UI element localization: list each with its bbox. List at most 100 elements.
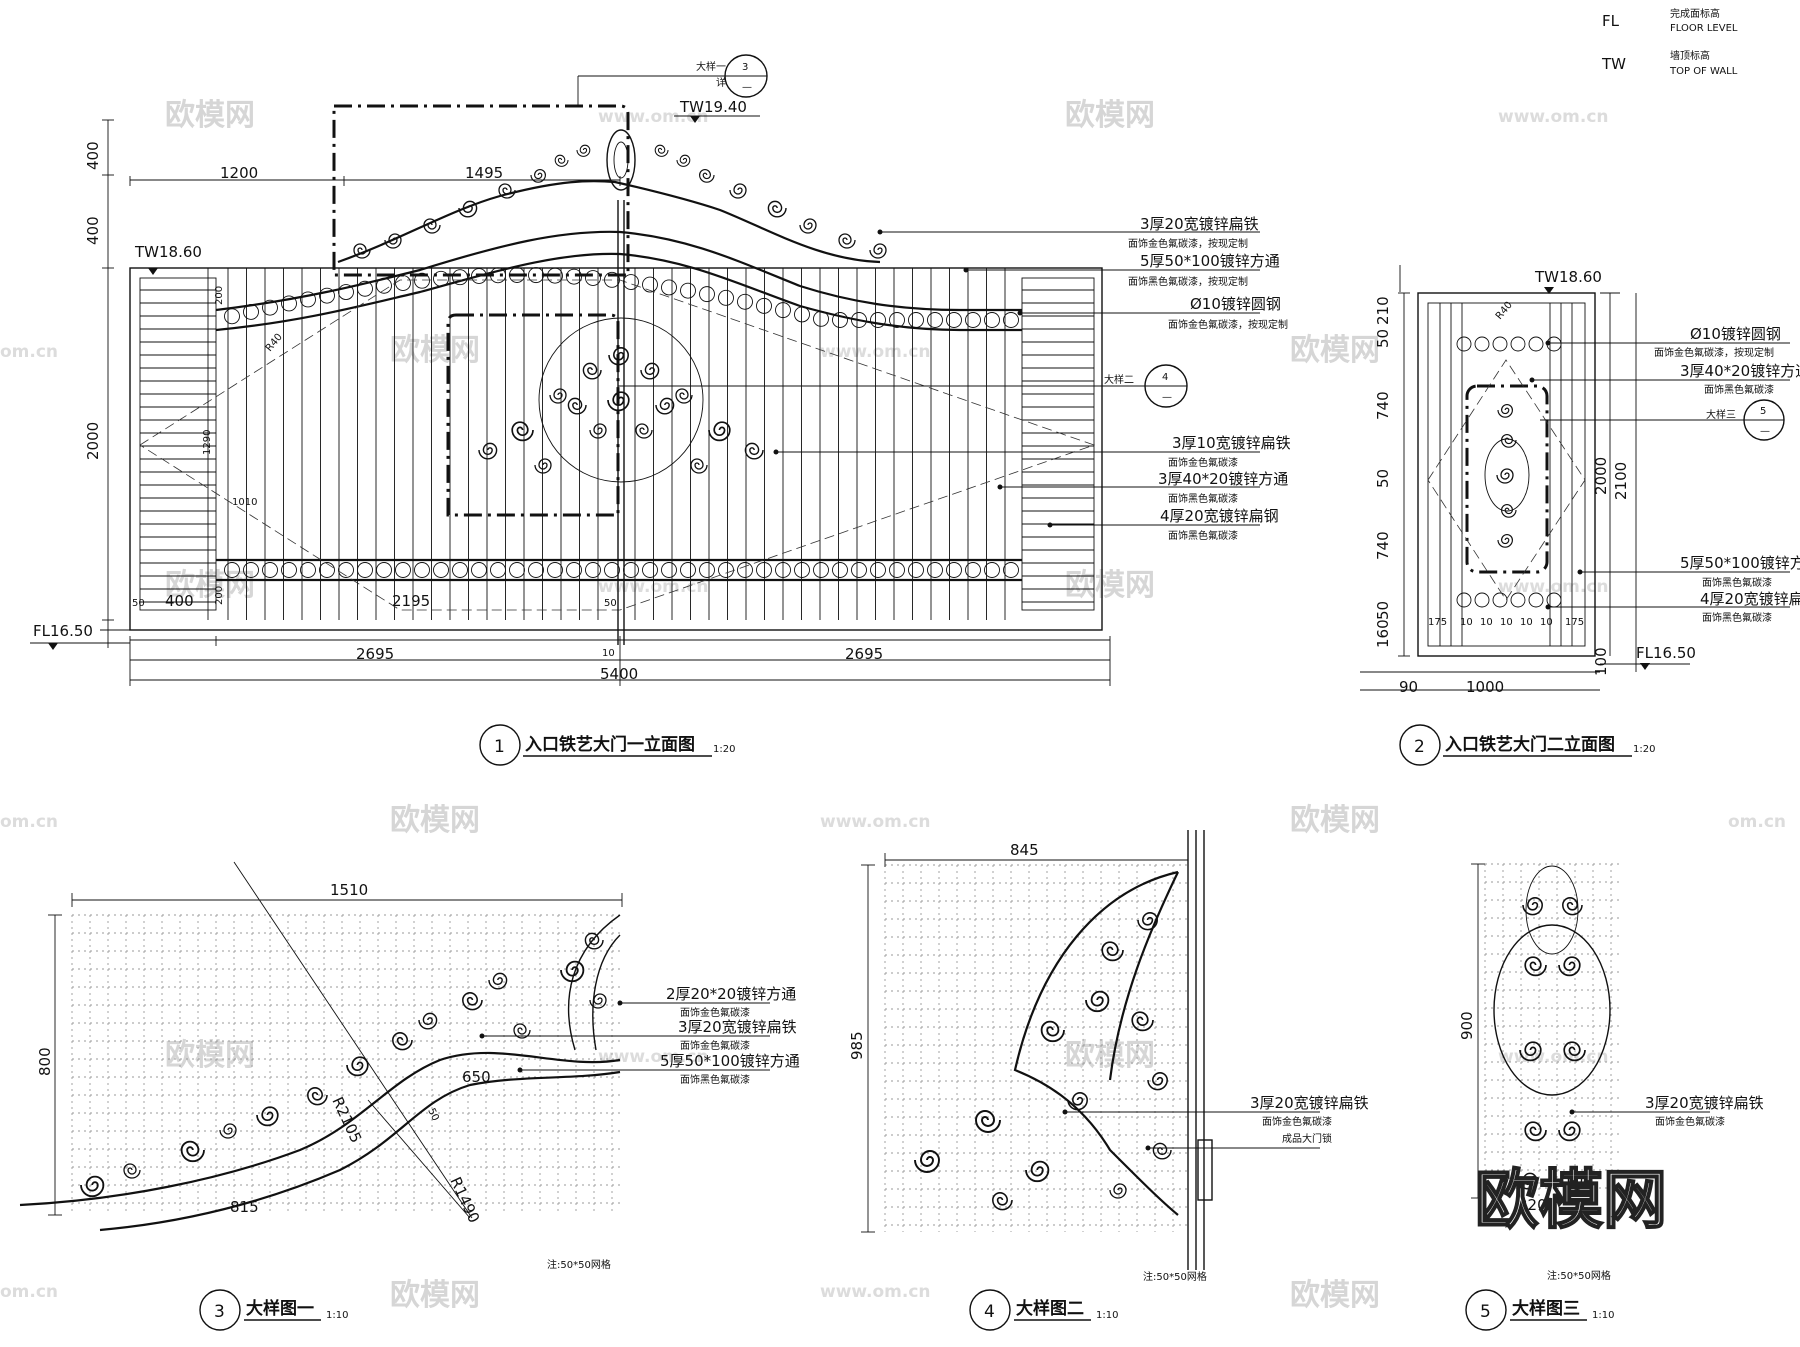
svg-text:50: 50 (604, 598, 617, 609)
watermark-brand: 欧模网 (1290, 333, 1380, 368)
svg-text:4厚20宽镀锌扁钢: 4厚20宽镀锌扁钢 (1160, 507, 1279, 525)
svg-text:2695: 2695 (845, 645, 883, 663)
scroll-element (1562, 897, 1583, 916)
drawing-5-detail: 900 320 3厚20宽镀锌扁铁 面饰金色氟碳漆 注:50*50网格 5 大样… (1458, 863, 1764, 1331)
scroll-element (1524, 1121, 1547, 1142)
svg-text:注:50*50网格: 注:50*50网格 (1143, 1270, 1207, 1283)
drawing-number: 3 (214, 1302, 225, 1322)
svg-text:面饰金色氟碳漆: 面饰金色氟碳漆 (680, 1039, 750, 1052)
watermark-brand: 欧模网 (390, 1278, 480, 1313)
watermark-url: www.om.cn (598, 107, 709, 127)
svg-text:详: 详 (716, 76, 726, 89)
svg-text:注:50*50网格: 注:50*50网格 (547, 1258, 611, 1271)
svg-text:面饰金色氟碳漆: 面饰金色氟碳漆 (1262, 1115, 1332, 1128)
scroll-element (567, 397, 587, 415)
svg-text:1010: 1010 (232, 497, 257, 508)
vertical-bars (1439, 303, 1573, 646)
drawing-number: 5 (1480, 1302, 1491, 1322)
scroll-element (1497, 534, 1513, 548)
watermark-brand: 欧模网 (1065, 1038, 1155, 1073)
svg-text:3厚20宽镀锌扁铁: 3厚20宽镀锌扁铁 (1250, 1094, 1369, 1112)
central-scroll-ornament (1484, 404, 1530, 548)
legend-cn: 墙顶标高 (1670, 49, 1710, 62)
scroll-element (1101, 941, 1124, 962)
scroll-element (914, 1150, 940, 1173)
svg-text:2195: 2195 (392, 592, 430, 610)
scroll-element (654, 144, 669, 157)
scroll-element (534, 458, 552, 474)
svg-text:50: 50 (1374, 329, 1392, 348)
svg-text:815: 815 (230, 1198, 259, 1216)
watermark-brand: 欧模网 (1065, 568, 1155, 603)
svg-text:400: 400 (165, 592, 194, 610)
watermark-brand: 欧模网 (1065, 98, 1155, 133)
svg-text:200: 200 (214, 286, 225, 305)
svg-text:2695: 2695 (356, 645, 394, 663)
detail-boundary (1465, 384, 1549, 574)
scroll-element (640, 362, 660, 380)
svg-text:TW18.60: TW18.60 (1534, 268, 1602, 286)
svg-text:注:50*50网格: 注:50*50网格 (1547, 1269, 1611, 1282)
scroll-element (1497, 404, 1513, 418)
scroll-element (256, 1106, 279, 1127)
scroll-element (123, 1163, 141, 1179)
svg-text:740: 740 (1374, 391, 1392, 420)
svg-text:3厚40*20镀锌方通: 3厚40*20镀锌方通 (1680, 362, 1800, 380)
svg-text:FL16.50: FL16.50 (33, 622, 93, 640)
top-curve-rail (215, 230, 1022, 312)
svg-text:320: 320 (1518, 1196, 1547, 1214)
svg-text:740: 740 (1374, 531, 1392, 560)
drawing-number: 4 (984, 1302, 995, 1322)
svg-text:面饰金色氟碳漆，按现定制: 面饰金色氟碳漆，按现定制 (1654, 346, 1774, 359)
svg-text:大样二: 大样二 (1104, 373, 1134, 386)
svg-text:面饰黑色氟碳漆: 面饰黑色氟碳漆 (1168, 529, 1238, 542)
svg-text:5厚50*100镀锌方通: 5厚50*100镀锌方通 (1680, 554, 1800, 572)
scroll-element (80, 1175, 105, 1198)
watermark-url: om.cn (0, 1282, 58, 1302)
svg-text:面饰黑色氟碳漆，按现定制: 面饰黑色氟碳漆，按现定制 (1128, 275, 1248, 288)
ring-row-bottom (224, 562, 1019, 578)
watermark-brand: 欧模网 (390, 333, 480, 368)
svg-text:5厚50*100镀锌方通: 5厚50*100镀锌方通 (1140, 252, 1280, 270)
svg-text:3厚20宽镀锌扁铁: 3厚20宽镀锌扁铁 (678, 1018, 797, 1036)
svg-text:5厚50*100镀锌方通: 5厚50*100镀锌方通 (660, 1052, 800, 1070)
svg-text:面饰黑色氟碳漆: 面饰黑色氟碳漆 (1168, 492, 1238, 505)
scroll-element (676, 154, 691, 167)
svg-text:2100: 2100 (1612, 462, 1630, 500)
legend: FL 完成面标高 FLOOR LEVEL TW 墙顶标高 TOP OF WALL (1601, 7, 1738, 77)
svg-text:2厚20*20镀锌方通: 2厚20*20镀锌方通 (666, 985, 796, 1003)
watermark-logo: 欧模网 (1475, 1164, 1667, 1238)
svg-text:3厚20宽镀锌扁铁: 3厚20宽镀锌扁铁 (1645, 1094, 1764, 1112)
svg-text:3厚40*20镀锌方通: 3厚40*20镀锌方通 (1158, 470, 1288, 488)
scroll-element (462, 992, 483, 1011)
svg-text:210: 210 (1374, 296, 1392, 325)
material-notes: 3厚20宽镀锌扁铁 面饰金色氟碳漆 (1569, 1094, 1764, 1128)
scroll-element (346, 1056, 369, 1077)
svg-text:面饰黑色氟碳漆: 面饰黑色氟碳漆 (1702, 611, 1772, 624)
svg-text:1:10: 1:10 (1096, 1310, 1118, 1321)
svg-text:5: 5 (1760, 406, 1766, 417)
drawing-title: 入口铁艺大门二立面图 (1445, 734, 1615, 755)
scroll-element (1558, 956, 1581, 977)
scroll-element (511, 421, 534, 442)
detail-boundary (332, 104, 630, 277)
svg-text:面饰金色氟碳漆: 面饰金色氟碳漆 (1168, 456, 1238, 469)
svg-text:1:10: 1:10 (1592, 1310, 1614, 1321)
drawing-4-detail: 845 985 3厚20宽镀锌扁铁 面饰金色氟碳漆 成品大门锁 注:50*50网… (848, 830, 1369, 1331)
grid-50x50 (1484, 863, 1620, 1198)
svg-text:成品大门锁: 成品大门锁 (1282, 1132, 1332, 1145)
crown-scroll-ornament (353, 129, 887, 259)
scroll-ornament (1493, 865, 1611, 1190)
svg-text:175: 175 (1428, 617, 1447, 628)
scroll-element (869, 243, 887, 259)
scroll-element (1524, 956, 1547, 977)
svg-text:400: 400 (84, 216, 102, 245)
svg-text:1000: 1000 (1466, 678, 1504, 696)
legend-code: FL (1602, 12, 1620, 30)
svg-text:大样一: 大样一 (696, 60, 726, 73)
ring-row-top (224, 267, 1019, 328)
svg-text:大样三: 大样三 (1706, 408, 1736, 421)
detail-boundary (446, 313, 620, 517)
svg-text:面饰金色氟碳漆: 面饰金色氟碳漆 (1655, 1115, 1725, 1128)
